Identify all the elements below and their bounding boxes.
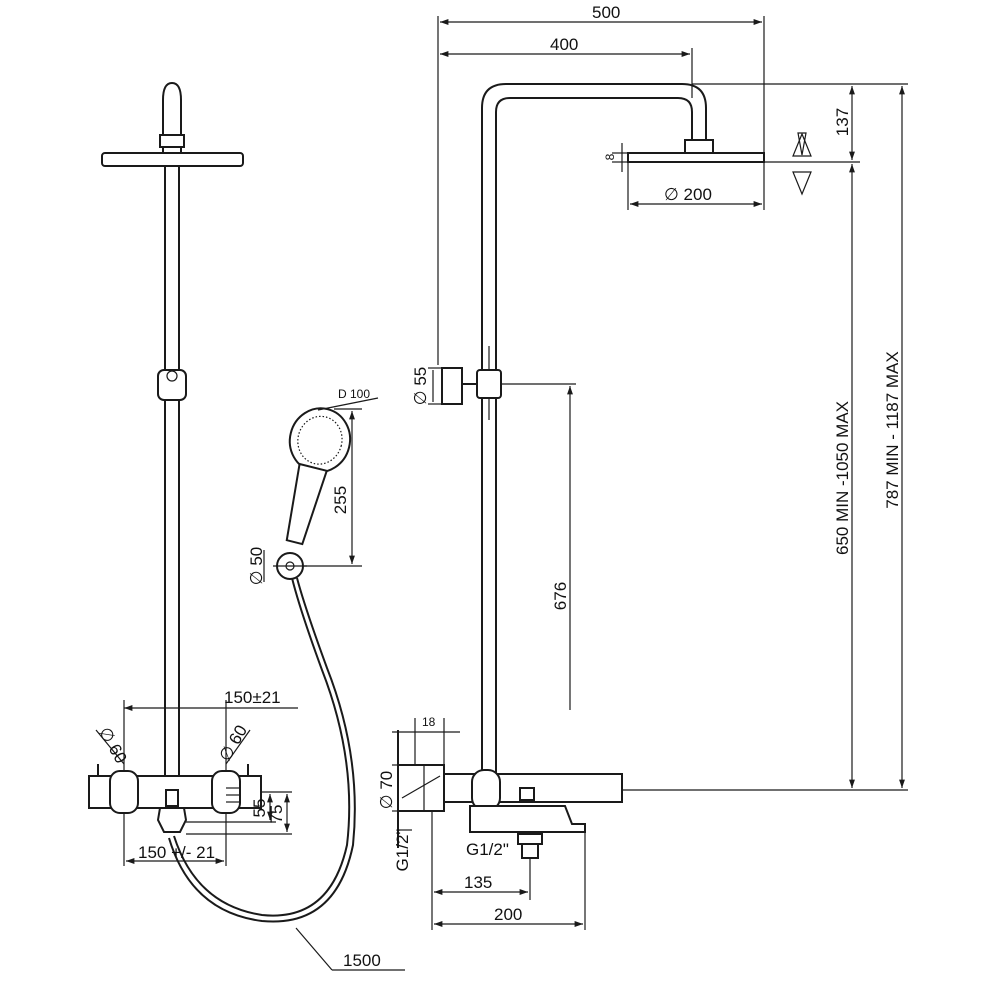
side-knob [471,769,501,811]
hand-shower-face [297,415,343,465]
knob-right-leader [225,729,251,765]
side-view: 500 400 137 8 ∅ 200 ∅ 55 676 650 MIN -10… [377,3,908,930]
thickness-label: 8 [603,153,617,160]
front-view: 1500 D 100 255 ∅ 50 150±21 ∅ 60 ∅ 60 [88,81,405,971]
knob-left-leader [95,729,125,765]
hand-shower [285,407,352,546]
bracket-diameter-label: ∅ 55 [411,367,430,405]
centers-top-label: 150±21 [224,688,281,707]
side-spout-pin [519,787,535,801]
range-total-label: 787 MIN - 1187 MAX [883,351,902,508]
adjust-up-arrow [797,132,807,156]
thread-left-label: G1/2" [393,829,412,872]
depth135-label: 135 [464,873,492,892]
front-slider [157,369,187,401]
front-head-plate [101,152,244,167]
range-outlet-label: 650 MIN -1050 MAX [833,401,852,555]
height55-label: 55 [250,799,269,818]
thread-right-label: G1/2" [466,840,509,859]
side-diameter-leader [401,775,441,799]
side-outlet-nut [517,833,543,845]
depth18-label: 18 [422,715,436,729]
depth200-label: 200 [494,905,522,924]
column-height-label: 676 [551,582,570,610]
hose [173,577,351,917]
side-head-plate [627,152,765,163]
front-outlet-stem [165,789,179,807]
width400-label: 400 [550,35,578,54]
holder-diameter-label: ∅ 50 [247,547,266,585]
hand-shower-head [288,407,352,474]
side-wall-bracket [441,367,463,405]
front-outlet-nut [156,807,188,833]
front-slider-knob [166,370,178,382]
front-left-knob [109,770,139,814]
side-head-connector [684,139,714,154]
head-diameter-label: ∅ 200 [664,185,712,204]
knob-right-label: ∅ 60 [215,722,251,765]
side-outlet-lower [521,843,539,859]
side-column-outer [481,83,707,778]
side-slider-clip [476,369,502,399]
hand-shower-handle [285,462,329,546]
width500-label: 500 [592,3,620,22]
hose-leader [295,927,333,971]
side-diameter-label: ∅ 70 [377,771,396,809]
hose-inner [168,577,356,923]
adjust-down-arrow [792,171,812,196]
hand-diameter-label: D 100 [338,387,370,401]
side-column-inner [495,97,693,778]
knob-left-label: ∅ 60 [95,724,131,767]
height75-label: 75 [267,805,286,824]
front-arm-connector [159,134,185,148]
front-right-knob [211,770,241,814]
hose-length-label: 1500 [343,951,381,970]
side-spout [469,805,586,833]
hand-diameter-leader [317,397,379,411]
centers-bottom-label: 150 +/- 21 [138,843,215,862]
drop-label: 137 [833,108,852,136]
hand-length-label: 255 [331,486,350,514]
adjust-up-arrow-shape [792,132,812,157]
side-wall-plate [397,764,445,812]
front-arm [162,81,182,135]
